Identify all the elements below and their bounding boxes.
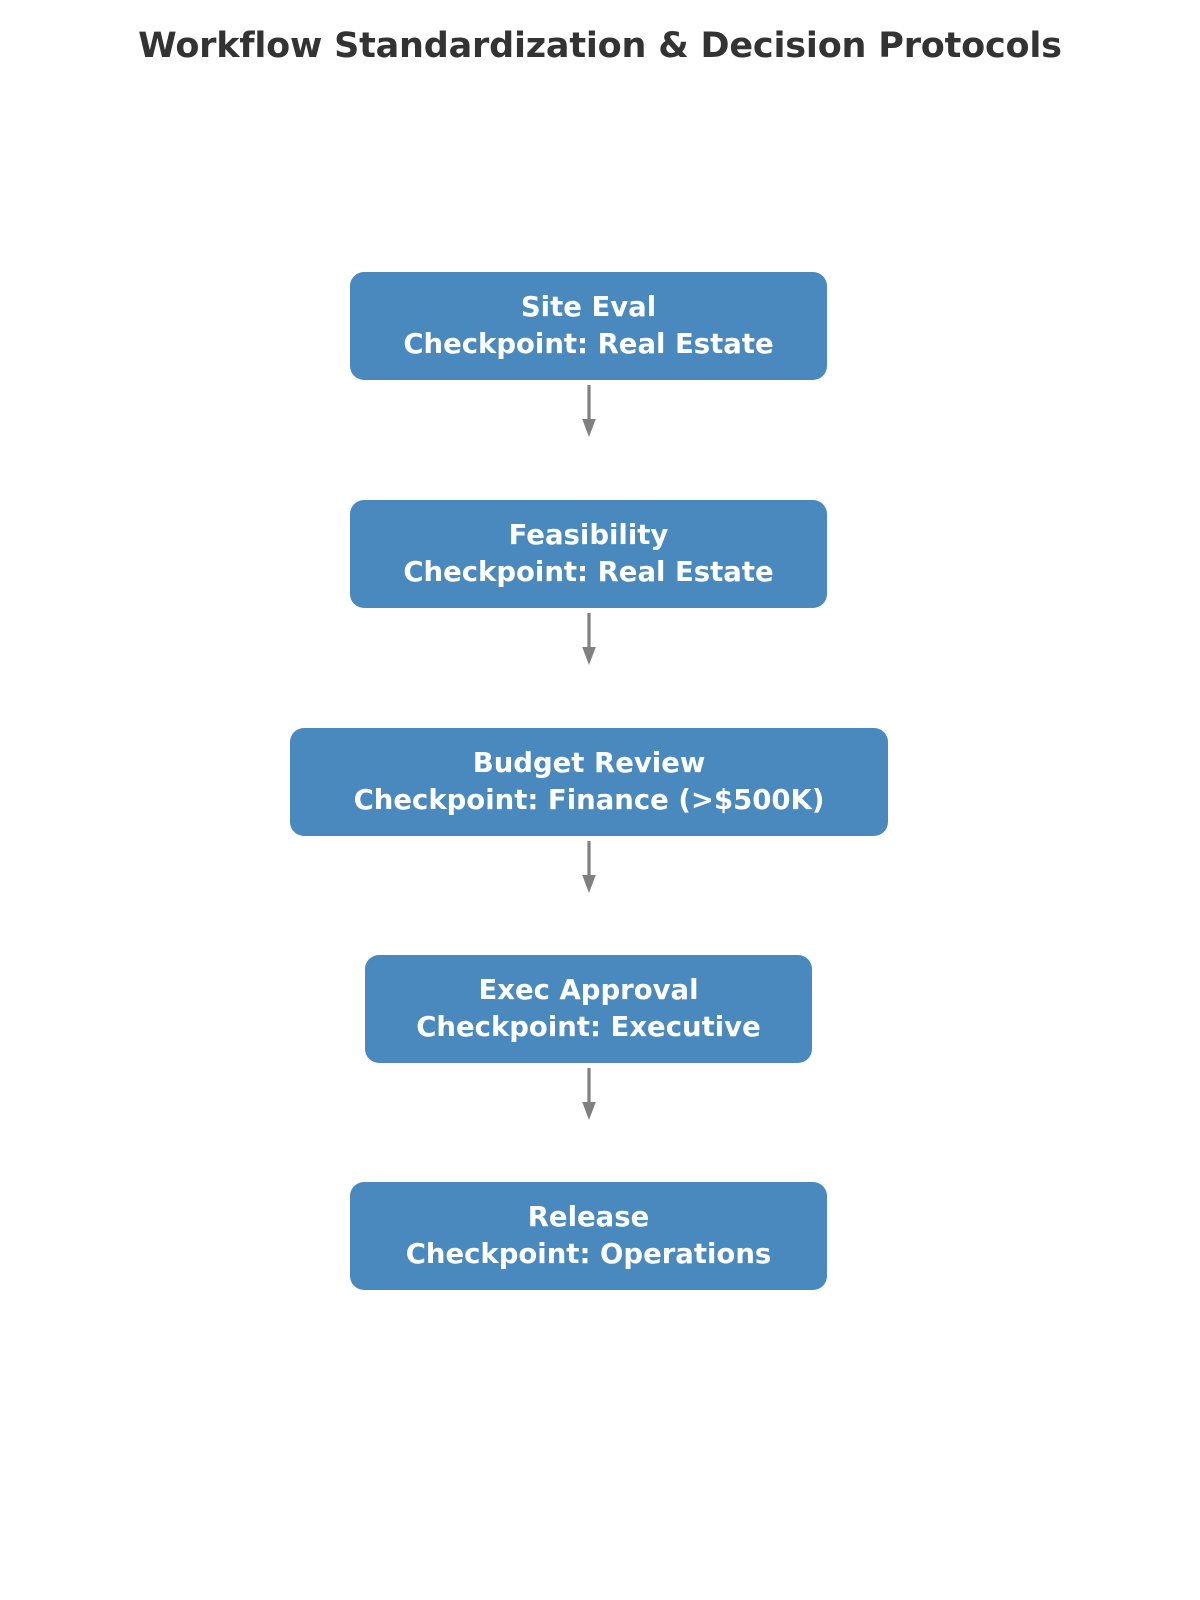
- flow-node-site-eval[interactable]: Site Eval Checkpoint: Real Estate: [350, 272, 827, 380]
- flow-arrow-down-icon: [582, 613, 596, 665]
- node-checkpoint-line: Checkpoint: Operations: [405, 1238, 772, 1270]
- page-title: Workflow Standardization & Decision Prot…: [138, 26, 1062, 66]
- flow-arrow-down-icon: [582, 385, 596, 437]
- flow-node-feasibility[interactable]: Feasibility Checkpoint: Real Estate: [350, 500, 827, 608]
- node-checkpoint-line: Checkpoint: Finance (>$500K): [353, 784, 825, 816]
- node-title-line: Exec Approval: [478, 974, 699, 1006]
- flow-node-release[interactable]: Release Checkpoint: Operations: [350, 1182, 827, 1290]
- node-title-line: Feasibility: [508, 519, 669, 551]
- node-checkpoint-line: Checkpoint: Real Estate: [403, 328, 774, 360]
- node-checkpoint-line: Checkpoint: Real Estate: [403, 556, 774, 588]
- flow-node-exec-approval[interactable]: Exec Approval Checkpoint: Executive: [365, 955, 812, 1063]
- node-title-line: Release: [527, 1201, 650, 1233]
- flow-arrow-down-icon: [582, 1068, 596, 1120]
- flow-arrow-down-icon: [582, 841, 596, 893]
- node-checkpoint-line: Checkpoint: Executive: [416, 1011, 761, 1043]
- node-title-line: Site Eval: [520, 291, 657, 323]
- node-title-line: Budget Review: [472, 747, 706, 779]
- flow-node-budget-review[interactable]: Budget Review Checkpoint: Finance (>$500…: [290, 728, 888, 836]
